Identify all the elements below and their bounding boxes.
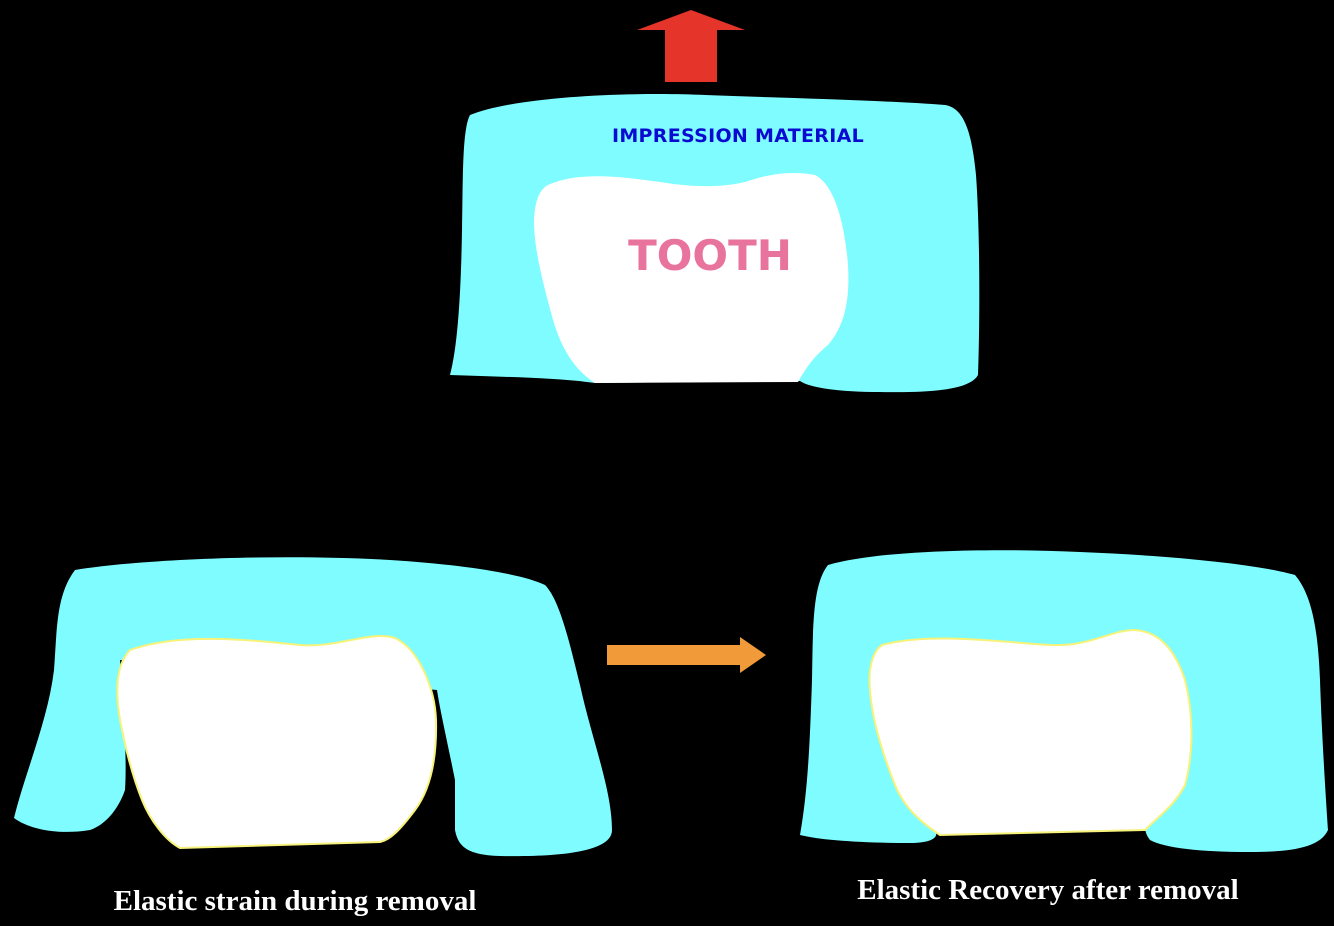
left-caption: Elastic strain during removal	[114, 885, 477, 917]
left-panel: Elastic strain during removal	[14, 557, 612, 917]
right-caption: Elastic Recovery after removal	[857, 874, 1238, 906]
left-impression-material	[14, 557, 612, 857]
right-tooth	[868, 628, 1193, 837]
top-tooth	[534, 172, 849, 383]
tooth-label: TOOTH	[628, 231, 792, 280]
removal-arrow	[637, 10, 745, 82]
right-panel: Elastic Recovery after removal	[800, 550, 1328, 906]
top-panel: IMPRESSION MATERIAL TOOTH	[450, 10, 980, 393]
right-impression-material	[800, 550, 1328, 852]
impression-material-label: IMPRESSION MATERIAL	[612, 125, 864, 147]
transition-arrow	[607, 637, 766, 673]
left-tooth	[116, 634, 438, 850]
